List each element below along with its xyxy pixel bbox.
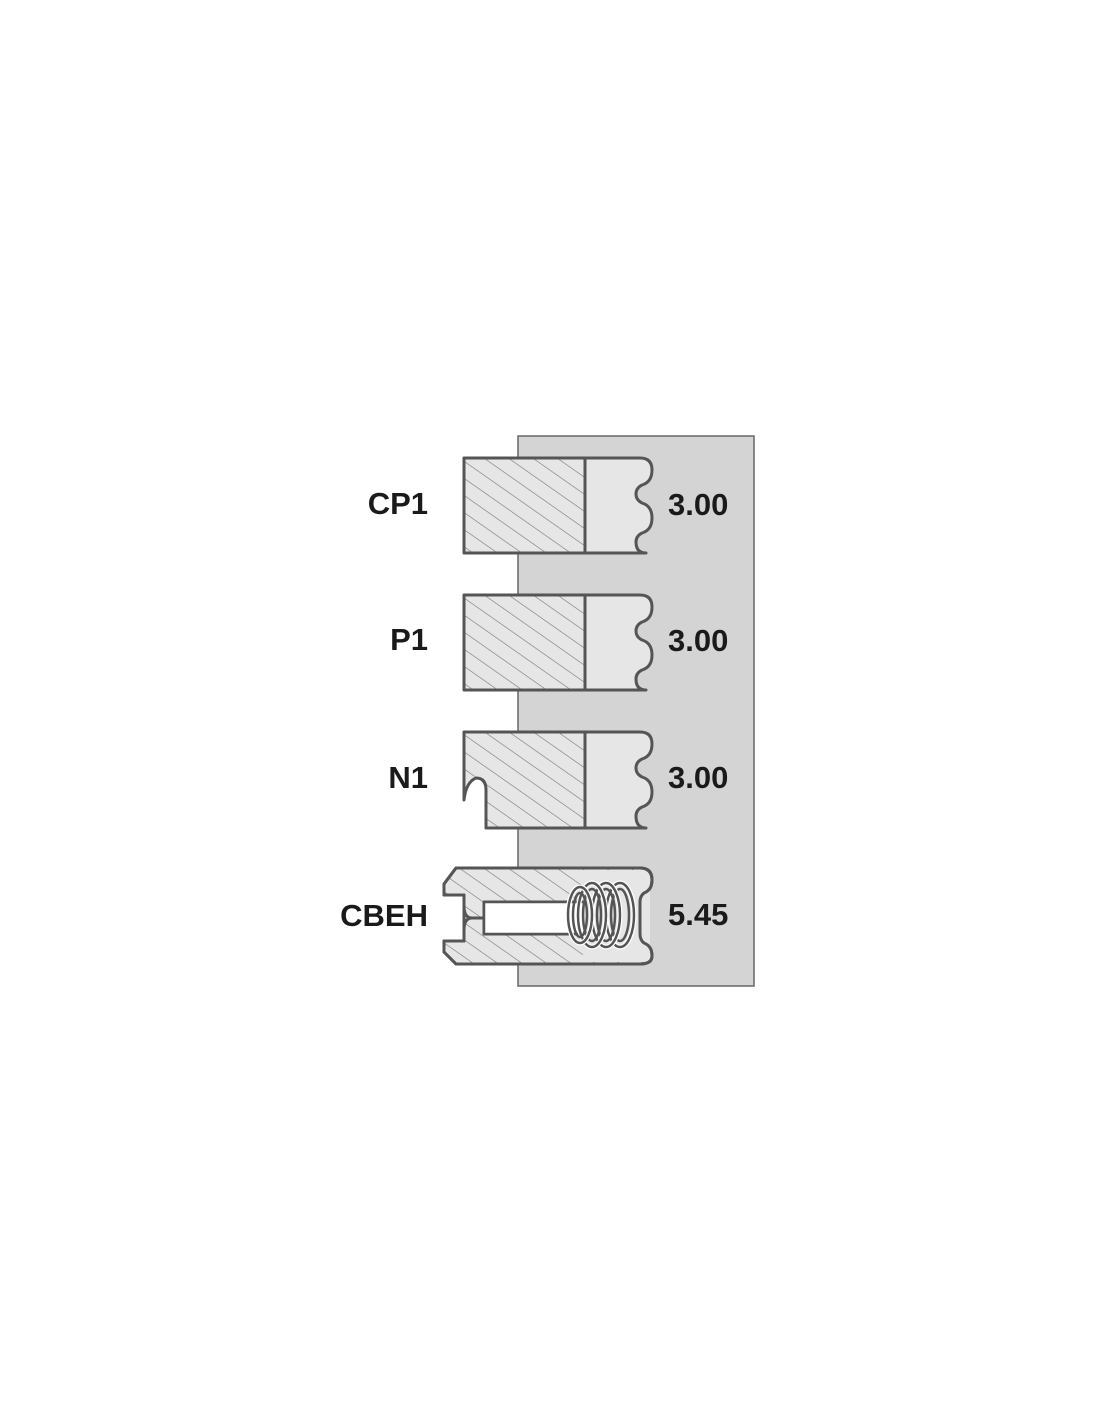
- expander-spring-icon: [565, 880, 637, 950]
- ring-face-n1: [583, 730, 654, 830]
- ring-outline-cbeh: [442, 866, 654, 966]
- ring-n1: N1 3.00: [388, 730, 728, 830]
- ring-body-hatched-cp1: [462, 456, 587, 555]
- ring-value-cbeh: 5.45: [668, 897, 728, 932]
- ring-cp1: CP1 3.00: [368, 456, 728, 555]
- ring-value-cp1: 3.00: [668, 487, 728, 522]
- ring-label-p1: P1: [390, 622, 428, 657]
- ring-body-notched-n1: [462, 730, 587, 830]
- ring-cbeh: CBEH 5.45: [340, 866, 728, 966]
- ring-face-p1: [583, 593, 654, 692]
- ring-label-n1: N1: [388, 760, 428, 795]
- ring-value-p1: 3.00: [668, 623, 728, 658]
- ring-value-n1: 3.00: [668, 760, 728, 795]
- ring-label-cp1: CP1: [368, 486, 428, 521]
- ring-label-cbeh: CBEH: [340, 898, 428, 933]
- ring-p1: P1 3.00: [390, 593, 728, 692]
- ring-body-hatched-p1: [462, 593, 587, 692]
- ring-face-cp1: [583, 456, 654, 555]
